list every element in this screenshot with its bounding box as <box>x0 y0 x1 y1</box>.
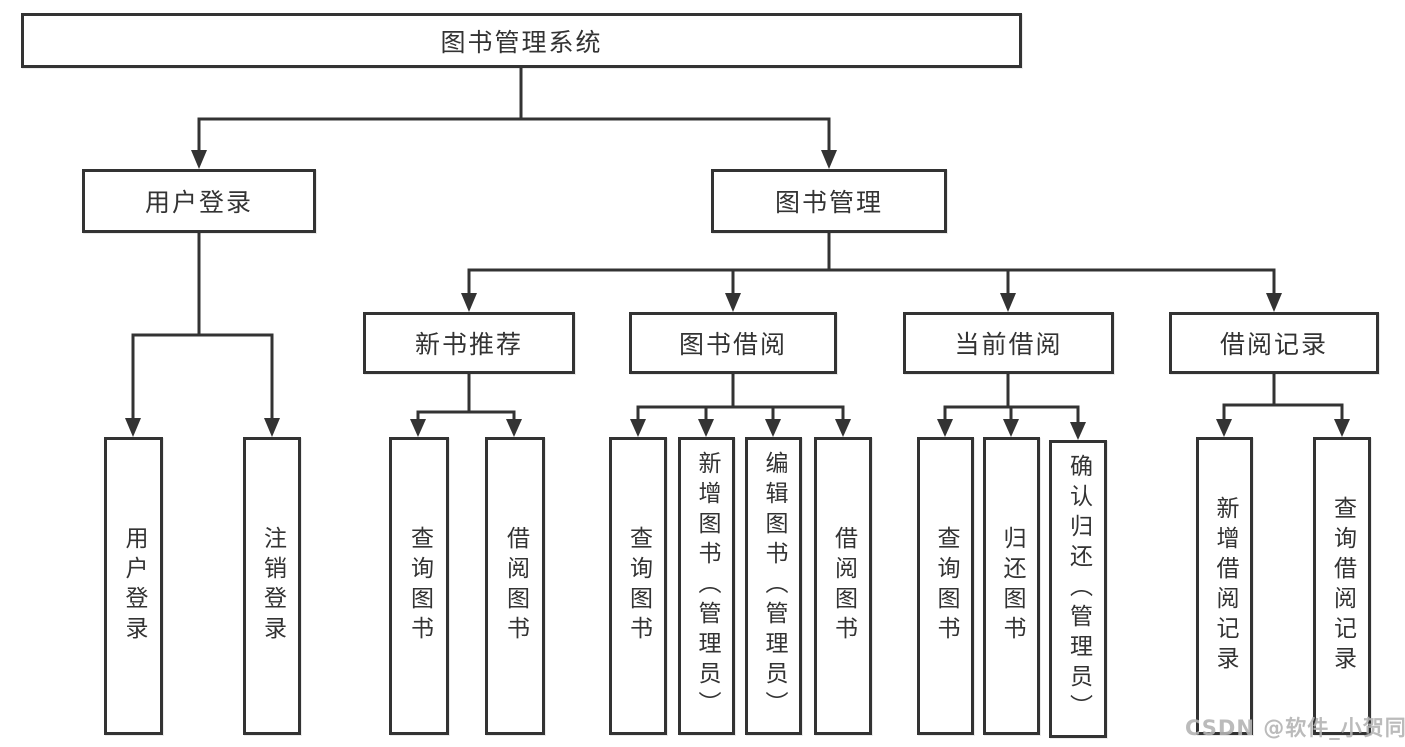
leaf-add-borrow-record-label: 新增借阅记录 <box>1212 496 1238 676</box>
node-current-borrow-label: 当前借阅 <box>954 330 1063 359</box>
arrowhead <box>698 419 714 437</box>
node-current-borrow: 当前借阅 <box>903 312 1114 374</box>
leaf-query-books-current-label: 查询图书 <box>933 526 959 646</box>
node-book-management: 图书管理 <box>711 169 947 233</box>
arrowhead <box>264 418 280 437</box>
leaf-edit-books-admin-label: 编辑图书（管理员） <box>761 451 787 721</box>
leaf-query-books-borrow-label: 查询图书 <box>625 526 652 646</box>
node-borrow-records: 借阅记录 <box>1169 312 1379 374</box>
leaf-return-books-label: 归还图书 <box>999 526 1025 646</box>
arrowhead <box>125 418 141 437</box>
node-root: 图书管理系统 <box>21 13 1022 68</box>
node-user-login-label: 用户登录 <box>144 188 253 217</box>
arrowhead <box>937 419 953 437</box>
arrowhead <box>630 419 646 437</box>
leaf-borrow-books-recommend: 借阅图书 <box>485 437 545 735</box>
node-borrow-records-label: 借阅记录 <box>1219 330 1328 359</box>
leaf-user-login-label: 用户登录 <box>121 526 147 646</box>
arrowhead <box>1334 419 1350 437</box>
arrowhead <box>725 293 741 312</box>
leaf-borrow-books-label: 借阅图书 <box>830 526 857 646</box>
arrowhead <box>410 419 426 437</box>
leaf-query-books-recommend: 查询图书 <box>389 437 449 735</box>
arrowhead <box>1000 293 1016 312</box>
arrowhead <box>765 419 781 437</box>
arrowhead <box>461 293 477 312</box>
arrowhead <box>506 419 522 437</box>
connector-bookmgmt-to-level3 <box>467 231 1276 296</box>
leaf-add-borrow-record: 新增借阅记录 <box>1196 437 1253 735</box>
node-book-borrow-label: 图书借阅 <box>678 330 787 359</box>
leaf-query-borrow-record-label: 查询借阅记录 <box>1329 496 1356 676</box>
leaf-add-books-admin: 新增图书（管理员） <box>678 437 735 735</box>
leaf-logout: 注销登录 <box>243 437 301 735</box>
node-book-management-label: 图书管理 <box>774 188 883 217</box>
connector-current-to-leaves <box>943 372 1080 425</box>
arrowhead <box>835 419 851 437</box>
leaf-edit-books-admin: 编辑图书（管理员） <box>745 437 802 735</box>
leaf-confirm-return-admin: 确认归还（管理员） <box>1049 440 1107 738</box>
arrowhead <box>1266 293 1282 312</box>
arrowhead <box>1070 422 1086 440</box>
arrowhead <box>191 150 207 169</box>
leaf-borrow-books-recommend-label: 借阅图书 <box>502 526 529 646</box>
node-root-label: 图书管理系统 <box>440 27 603 57</box>
arrowhead <box>821 150 837 169</box>
leaf-borrow-books: 借阅图书 <box>814 437 872 735</box>
connector-userlogin-to-leaves <box>131 231 274 421</box>
arrowhead <box>1003 419 1019 437</box>
leaf-return-books: 归还图书 <box>983 437 1040 735</box>
connector-records-to-leaves <box>1222 372 1344 422</box>
watermark: CSDN @软件_小贺同学 <box>1185 716 1405 740</box>
leaf-query-books-borrow: 查询图书 <box>609 437 667 735</box>
leaf-confirm-return-admin-label: 确认归还（管理员） <box>1065 454 1092 724</box>
leaf-query-books-current: 查询图书 <box>917 437 974 735</box>
leaf-logout-label: 注销登录 <box>259 526 286 646</box>
connector-borrow-to-leaves <box>636 372 845 422</box>
leaf-query-borrow-record: 查询借阅记录 <box>1313 437 1371 735</box>
connector-newbook-to-leaves <box>416 372 516 422</box>
node-user-login: 用户登录 <box>82 169 316 233</box>
leaf-query-books-recommend-label: 查询图书 <box>406 526 433 646</box>
node-book-borrow: 图书借阅 <box>629 312 837 374</box>
leaf-add-books-admin-label: 新增图书（管理员） <box>694 451 720 721</box>
node-new-book-recommend: 新书推荐 <box>363 312 575 374</box>
arrowhead <box>1216 419 1232 437</box>
leaf-user-login: 用户登录 <box>104 437 163 735</box>
connector-root-to-level2 <box>197 65 831 153</box>
node-new-book-recommend-label: 新书推荐 <box>414 330 523 359</box>
